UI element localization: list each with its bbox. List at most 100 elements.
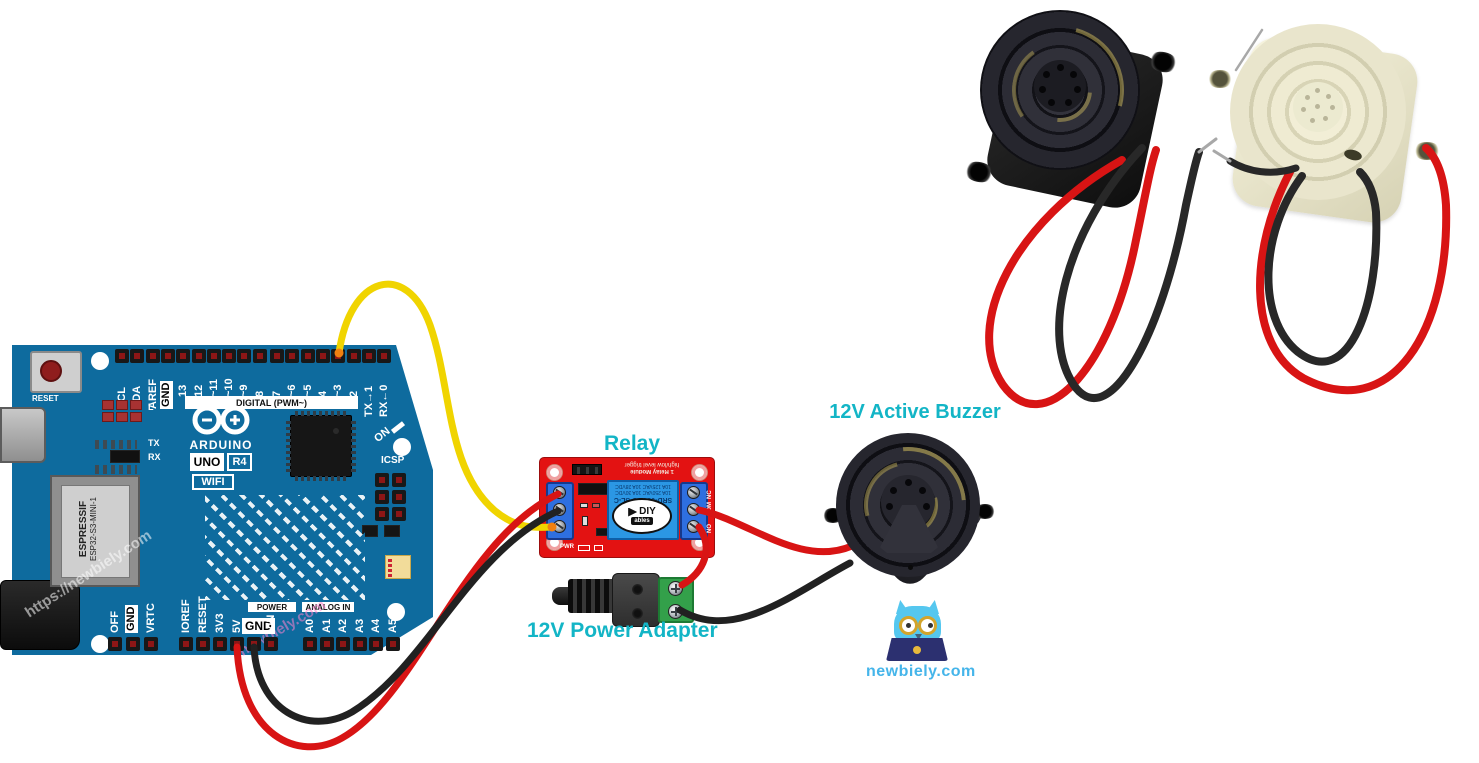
terminal-screw bbox=[553, 520, 566, 533]
pwr-box bbox=[594, 545, 603, 551]
smd-row bbox=[95, 440, 137, 449]
mount-hole bbox=[393, 438, 411, 456]
mount-hole bbox=[91, 635, 109, 653]
stripped-wire-tip bbox=[1197, 137, 1218, 154]
terminal-screw bbox=[668, 604, 683, 619]
white-buzzer-ear-hole bbox=[1207, 70, 1233, 88]
tx-label: TX bbox=[148, 438, 160, 448]
diyables-logo: DIY ables bbox=[612, 498, 672, 534]
header-pin-~6 bbox=[285, 349, 300, 363]
relay-mount-hole bbox=[692, 465, 707, 480]
chip bbox=[110, 450, 140, 463]
header-pin-SDA bbox=[130, 349, 145, 363]
pin-label-GND: GND bbox=[159, 380, 173, 409]
pin-label-VRTC: VRTC bbox=[145, 603, 157, 633]
mcu-chip bbox=[286, 411, 356, 481]
pin-label-A4: A4 bbox=[370, 618, 382, 633]
buzzer-pinhole bbox=[908, 565, 913, 570]
header-pin-GND bbox=[160, 349, 175, 363]
pin-label-13: 13 bbox=[177, 384, 190, 397]
pin-label-~10: ~10 bbox=[223, 378, 236, 397]
terminal-screw bbox=[553, 503, 566, 516]
analog-pin-A3 bbox=[352, 637, 367, 651]
white-buzzer-grille bbox=[1230, 24, 1406, 200]
led-matrix-dot bbox=[130, 400, 142, 410]
power-pin-IOREF bbox=[179, 637, 193, 651]
rx-label: RX bbox=[148, 452, 161, 462]
power-adapter bbox=[550, 565, 700, 650]
model-uno: UNO bbox=[190, 453, 224, 471]
pin-label-A0: A0 bbox=[304, 618, 316, 633]
arduino-brand: ARDUINO bbox=[189, 438, 253, 452]
pin-label-IOREF: IOREF bbox=[180, 599, 192, 633]
pin-label-A2: A2 bbox=[337, 618, 349, 633]
qwiic-connector bbox=[385, 555, 411, 579]
header-pin-AREF bbox=[145, 349, 160, 363]
analog-pin-A4 bbox=[369, 637, 383, 651]
relay-mount-hole bbox=[547, 465, 562, 480]
owl-laptop bbox=[886, 638, 948, 661]
jumper bbox=[572, 464, 602, 475]
header-pin-~11 bbox=[206, 349, 221, 363]
pin-label-12: 12 bbox=[192, 384, 205, 397]
header-pin-SCL bbox=[115, 349, 129, 363]
power-adapter-label: 12V Power Adapter bbox=[527, 619, 718, 642]
adapter-body bbox=[612, 573, 660, 627]
header-pin-~3 bbox=[331, 349, 346, 363]
mount-hole bbox=[91, 352, 109, 370]
pin-label-~6: ~6 bbox=[286, 384, 299, 397]
pin-label-3V3: 3V3 bbox=[214, 613, 226, 633]
power-pin-RESET bbox=[196, 637, 210, 651]
pin-label-~11: ~11 bbox=[207, 378, 220, 397]
model-wifi: WIFI bbox=[192, 474, 234, 490]
pin-label-~3: ~3 bbox=[332, 384, 345, 397]
arduino-board: RESET DIGITAL (PWM~) L TX RX ARDUINO UNO… bbox=[0, 345, 460, 763]
icsp-pin bbox=[392, 473, 406, 487]
owl-glasses bbox=[918, 616, 937, 635]
header-pin-~9 bbox=[237, 349, 252, 363]
model-r4: R4 bbox=[227, 453, 252, 471]
black-buzzer-grille bbox=[972, 2, 1148, 178]
analog-pin-A5 bbox=[385, 637, 400, 651]
buzzer-grille bbox=[826, 423, 990, 587]
relay-header-text: 1 Relay Module high/low level trigger bbox=[624, 461, 680, 474]
header-pin-8 bbox=[252, 349, 267, 363]
power-strip: POWER bbox=[248, 602, 296, 612]
header-pin-7 bbox=[270, 349, 284, 363]
header-pin-~5 bbox=[300, 349, 315, 363]
reset-button-cap bbox=[40, 360, 62, 382]
icsp-pin bbox=[375, 507, 389, 521]
wire-adapter-to-buzzer bbox=[676, 559, 854, 625]
terminal-screw bbox=[687, 503, 700, 516]
header-pin-2 bbox=[346, 349, 361, 363]
icsp-pin bbox=[375, 490, 389, 504]
terminal-screw bbox=[687, 520, 700, 533]
icsp-pin bbox=[392, 490, 406, 504]
power-pin-5V bbox=[230, 637, 244, 651]
pin-label-RX←0: RX←0 bbox=[378, 384, 391, 417]
icsp-label: ICSP bbox=[381, 455, 405, 466]
header-pin-13 bbox=[176, 349, 191, 363]
pin-label-7: 7 bbox=[271, 390, 283, 397]
smd-part bbox=[580, 503, 588, 508]
led-matrix-dot bbox=[102, 412, 114, 422]
pwr-label: PWR bbox=[560, 544, 574, 550]
led-l-label: L bbox=[148, 402, 154, 412]
power-pin-GND bbox=[247, 637, 261, 651]
optocoupler-chip bbox=[578, 483, 610, 495]
relay-terminal-label-NC: NC bbox=[707, 490, 713, 499]
led-matrix-dot bbox=[130, 412, 142, 422]
pin-label-8: 8 bbox=[253, 390, 266, 397]
left-pin-OFF bbox=[108, 637, 122, 651]
pin-label-RESET: RESET bbox=[197, 596, 209, 633]
pin-label-A3: A3 bbox=[353, 618, 366, 633]
analog-pin-A2 bbox=[336, 637, 350, 651]
pin-label-A5: A5 bbox=[386, 618, 399, 633]
analog-pin-A0 bbox=[303, 637, 317, 651]
terminal-screw bbox=[668, 581, 683, 596]
relay-terminal-label-COM: COM bbox=[707, 502, 713, 516]
power-pin-VIN bbox=[264, 637, 278, 651]
pin-label-~9: ~9 bbox=[238, 384, 251, 397]
pwr-box bbox=[578, 545, 590, 551]
